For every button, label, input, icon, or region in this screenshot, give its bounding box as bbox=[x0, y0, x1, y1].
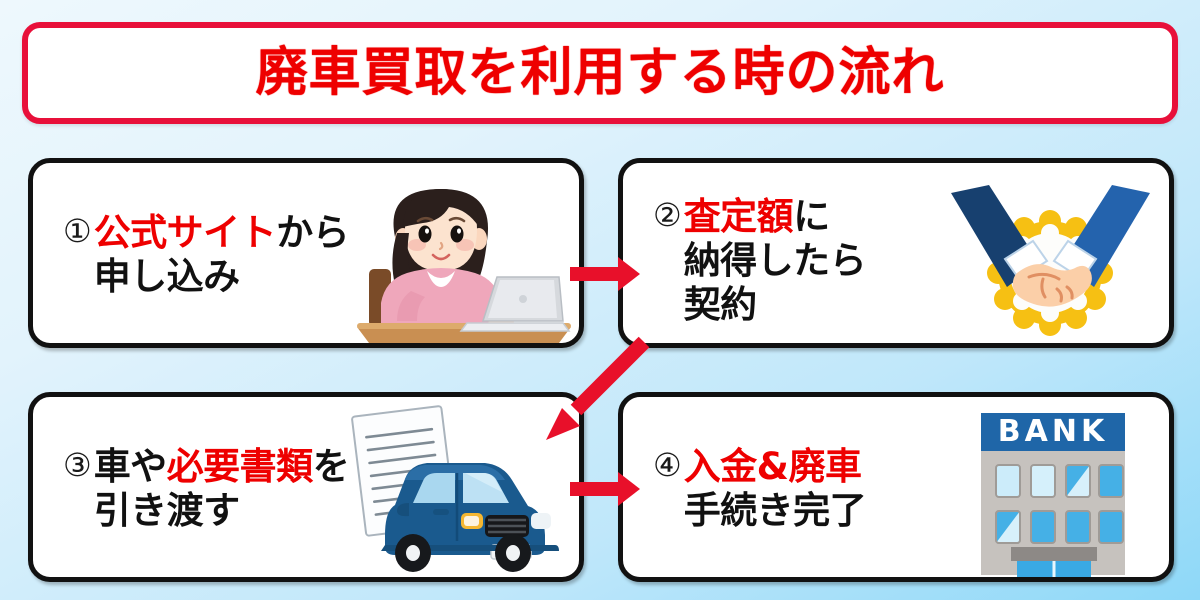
page-title-box: 廃車買取を利用する時の流れ bbox=[22, 22, 1178, 124]
step-2-plain-3: 契約 bbox=[683, 283, 758, 326]
step-2-number: ② bbox=[653, 196, 682, 234]
step-2-plain-2: 納得したら bbox=[683, 239, 867, 282]
bank-building-icon: BANK bbox=[953, 405, 1153, 577]
arrow-shaft bbox=[570, 482, 618, 496]
step-2-line-3: 契約 bbox=[684, 283, 867, 327]
step-1-plain-1: から bbox=[276, 211, 350, 254]
step-2-text-block: ② 査定額に 納得したら 契約 bbox=[653, 195, 867, 327]
step-2-line-2: 納得したら bbox=[684, 239, 867, 283]
step-3-line-1: 車や必要書類を bbox=[94, 445, 350, 489]
step-4-number: ④ bbox=[653, 446, 682, 484]
step-4-text-block: ④ 入金&廃車 手続き完了 bbox=[653, 445, 867, 533]
arrow-head bbox=[618, 472, 640, 506]
step-4-lines: 入金&廃車 手続き完了 bbox=[684, 445, 867, 533]
step-1-plain-2: 申し込み bbox=[93, 255, 241, 298]
step-2-lines: 査定額に 納得したら 契約 bbox=[684, 195, 867, 327]
step-3-plain-2: を bbox=[312, 445, 350, 488]
step-2-plain-1: に bbox=[793, 195, 830, 238]
step-1-number: ① bbox=[63, 212, 92, 250]
car-and-document-icon bbox=[333, 403, 579, 577]
arrow-step3-to-step4 bbox=[570, 472, 640, 506]
step-1-line-1: 公式サイトから bbox=[94, 211, 350, 255]
arrow-shaft bbox=[570, 267, 618, 281]
step-1-highlight-1: 公式サイト bbox=[93, 211, 277, 254]
svg-text:BANK: BANK bbox=[998, 414, 1108, 449]
step-3-text-block: ③ 車や必要書類を 引き渡す bbox=[63, 445, 350, 533]
step-card-1: ① 公式サイトから 申し込み bbox=[28, 158, 584, 348]
step-3-highlight-1: 必要書類 bbox=[166, 445, 314, 488]
step-3-plain-1: 車や bbox=[93, 445, 168, 488]
arrow-step1-to-step2 bbox=[570, 257, 640, 291]
arrow-head bbox=[618, 257, 640, 291]
step-4-highlight-1: 入金&廃車 bbox=[683, 445, 862, 488]
step-card-4: ④ 入金&廃車 手続き完了 BANK bbox=[618, 392, 1174, 582]
arrow-step2-to-step3 bbox=[536, 330, 656, 450]
step-4-plain-1: 手続き完了 bbox=[683, 489, 867, 532]
step-2-highlight-1: 査定額 bbox=[683, 195, 794, 238]
step-1-lines: 公式サイトから 申し込み bbox=[94, 211, 350, 299]
step-4-line-2: 手続き完了 bbox=[684, 489, 867, 533]
step-3-number: ③ bbox=[63, 446, 92, 484]
woman-at-laptop-icon bbox=[351, 181, 579, 343]
step-3-plain-3: 引き渡す bbox=[93, 489, 241, 532]
step-3-line-2: 引き渡す bbox=[94, 489, 350, 533]
step-4-line-1: 入金&廃車 bbox=[684, 445, 867, 489]
step-card-3: ③ 車や必要書類を 引き渡す bbox=[28, 392, 584, 582]
step-card-2: ② 査定額に 納得したら 契約 bbox=[618, 158, 1174, 348]
step-3-lines: 車や必要書類を 引き渡す bbox=[94, 445, 350, 533]
handshake-icon bbox=[943, 177, 1158, 342]
page-title: 廃車買取を利用する時の流れ bbox=[255, 43, 945, 103]
step-1-line-2: 申し込み bbox=[94, 255, 350, 299]
step-2-line-1: 査定額に bbox=[684, 195, 867, 239]
step-1-text-block: ① 公式サイトから 申し込み bbox=[63, 211, 350, 299]
